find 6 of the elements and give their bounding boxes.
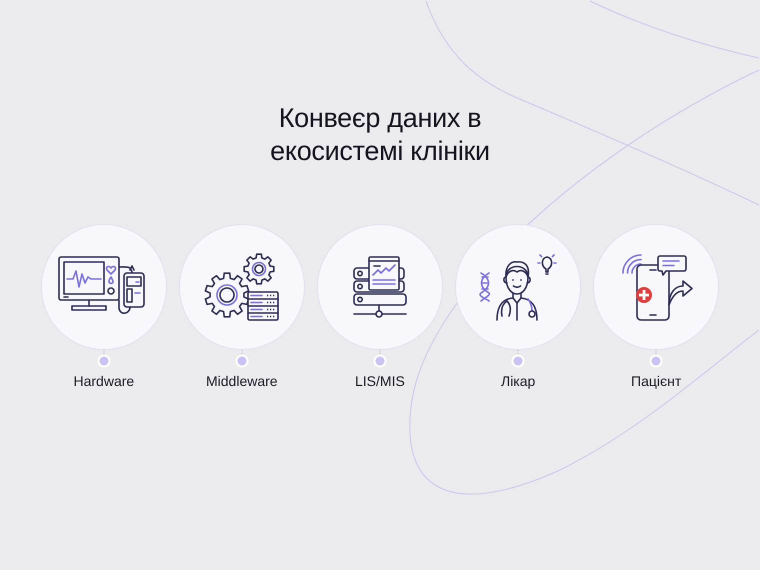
title: Конвеєр даних в екосистемі клініки [269, 102, 491, 168]
node-caption: Лікар [501, 372, 536, 390]
node-caption: Middleware [206, 372, 278, 390]
node-caption: LIS/MIS [355, 372, 405, 390]
node-caption: Hardware [74, 372, 134, 390]
node-caption: Пацієнт [631, 372, 682, 390]
